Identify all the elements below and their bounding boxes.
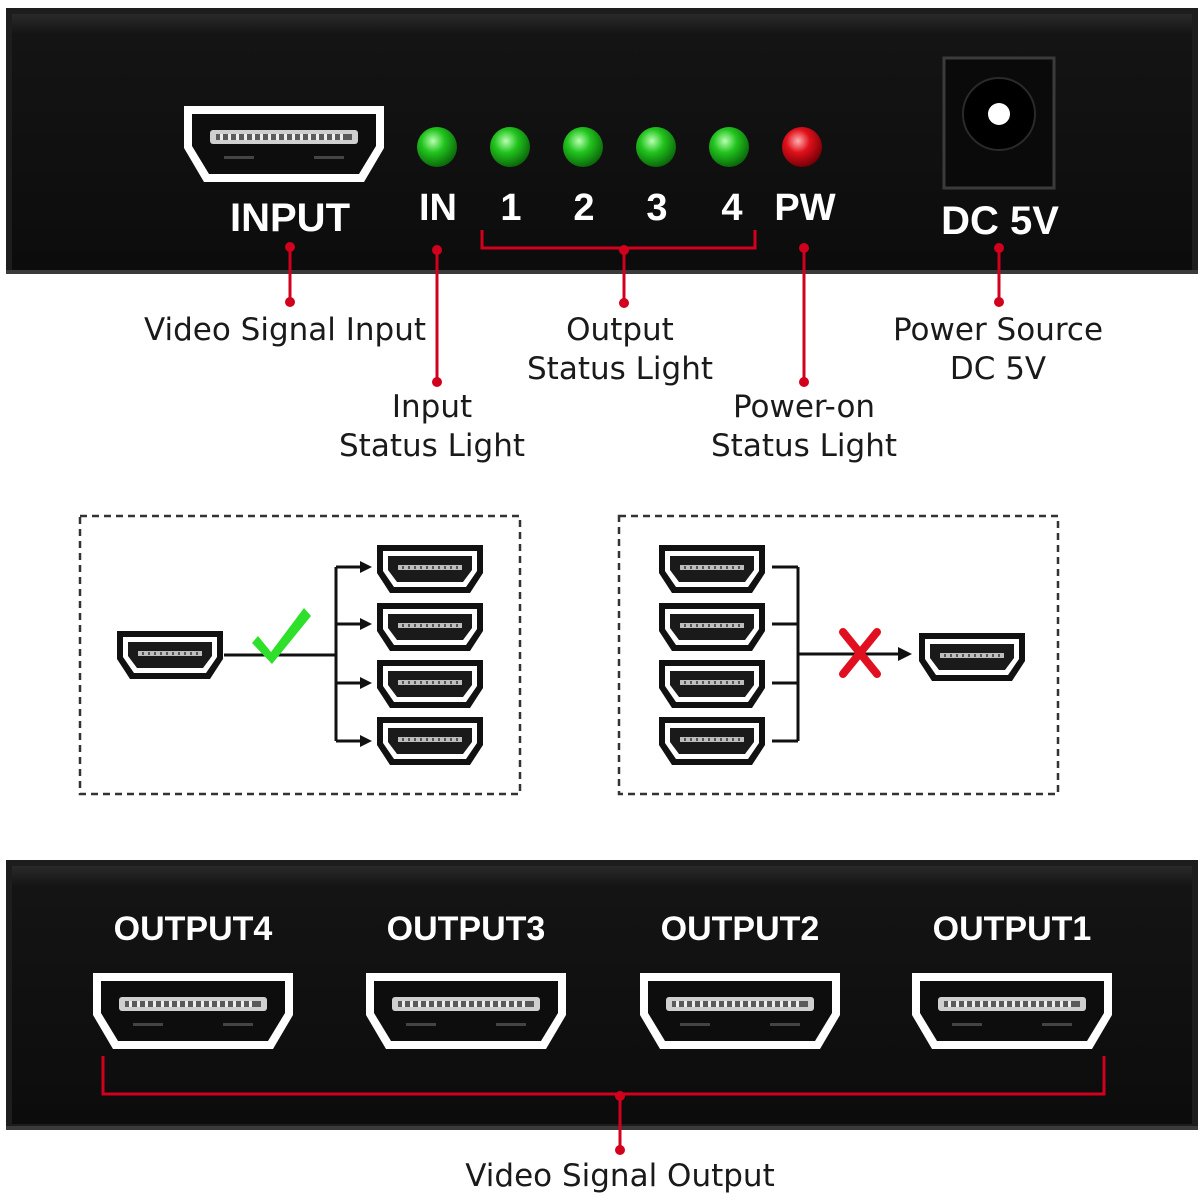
power-source-callout-line1: Power Source [892,312,1104,348]
output3-hdmi-port-icon [366,973,566,1049]
merge-not-allowed-diagram [617,514,1060,796]
target-hdmi-icon [919,633,1025,681]
input-label: INPUT [230,196,350,240]
output2-hdmi-port-icon [640,973,840,1049]
output-callout-line [615,1091,625,1155]
video-signal-output-callout: Video Signal Output [465,1158,775,1194]
source-hdmi-icon [659,717,765,765]
output3-number: 3 [646,187,668,229]
back-panel [6,860,1198,1130]
dc-jack-icon [942,56,1056,190]
output2-label: OUTPUT2 [660,910,820,948]
input-status-callout-line1: Input [391,389,473,425]
output1-number: 1 [500,187,522,229]
input-hdmi-port-icon [184,106,384,182]
cross-icon [839,628,881,678]
output-status-callout-line1: Output [566,312,674,348]
source-hdmi-icon [659,603,765,651]
led-output3-icon [636,127,676,167]
led-indicators [417,127,822,167]
output4-hdmi-port-icon [93,973,293,1049]
led-output1-icon [490,127,530,167]
led-in-icon [417,127,457,167]
front-panel [6,8,1198,274]
output1-label: OUTPUT1 [932,910,1092,948]
arrow-icon [898,647,912,661]
led-power-icon [782,127,822,167]
power-on-callout-line2: Status Light [711,428,897,464]
source-hdmi-icon [659,660,765,708]
arrow-icon [336,565,362,743]
led-output4-icon [709,127,749,167]
output4-label: OUTPUT4 [113,910,273,948]
power-on-callout-line1: Power-on [732,389,876,425]
check-icon [252,608,311,664]
target-hdmi-icon [377,545,483,593]
output-status-callout-line2: Status Light [527,351,713,387]
output3-label: OUTPUT3 [386,910,546,948]
source-hdmi-icon [659,545,765,593]
pw-label: PW [774,187,836,229]
source-hdmi-icon [117,631,223,679]
output1-hdmi-port-icon [912,973,1112,1049]
target-hdmi-icon [377,660,483,708]
power-source-callout-line2: DC 5V [949,351,1047,387]
target-hdmi-icon [377,603,483,651]
input-status-callout-line2: Status Light [339,428,525,464]
video-signal-input-callout: Video Signal Input [143,312,427,348]
output2-number: 2 [573,187,595,229]
dc-label: DC 5V [941,199,1059,243]
callout-lines [285,242,1004,387]
split-allowed-diagram [78,514,522,796]
output4-number: 4 [721,187,743,229]
target-hdmi-icon [377,717,483,765]
led-output2-icon [563,127,603,167]
in-label: IN [419,187,457,229]
